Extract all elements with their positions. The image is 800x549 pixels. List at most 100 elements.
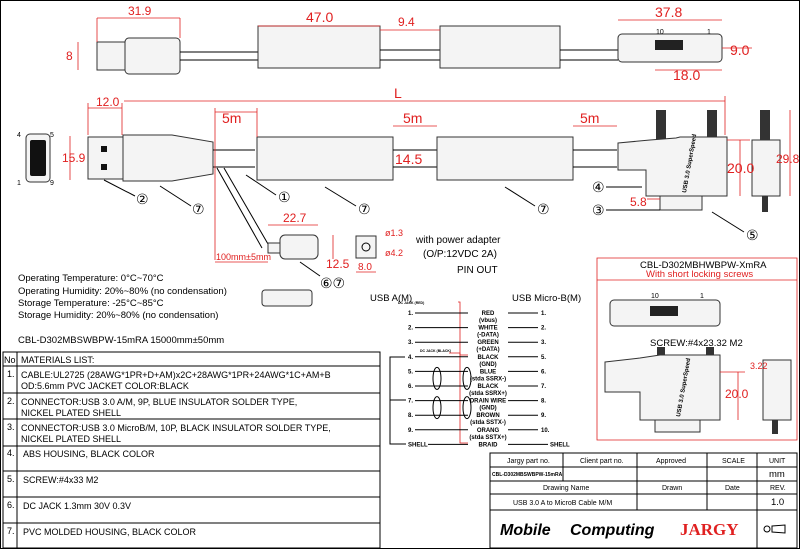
variant-title: CBL-D302MBHWBPW-XmRA (640, 260, 767, 271)
pin-right: 10. (541, 428, 550, 434)
dim-dc-height: 12.5 (326, 257, 350, 271)
tb-header-name: Drawing Name (543, 485, 589, 492)
svg-text:ABS HOUSING, BLACK COLOR: ABS HOUSING, BLACK COLOR (23, 449, 155, 459)
wire-color: BRAID (479, 442, 499, 448)
pinout-row: 8.BROWN(stda SSTX-)9. (408, 413, 546, 426)
pin-label: 9 (50, 180, 54, 187)
pinout-row: 6.BLACK(stda SSRX+)7. (408, 384, 546, 397)
pin-label: 5 (50, 132, 54, 139)
dim-ra-height: 20.0 (727, 160, 754, 176)
pin-right: 6. (541, 369, 546, 375)
pinout-right-title: USB Micro-B(M) (512, 293, 581, 304)
table-row: 4.ABS HOUSING, BLACK COLOR (7, 448, 155, 459)
pin-right: 8. (541, 399, 546, 405)
dim-branch-length: 100mm±5mm (216, 252, 271, 262)
spec-line: Storage Temperature: -25°C~85°C (18, 298, 164, 309)
pinout-title: PIN OUT (457, 265, 498, 276)
usb-a-receptacle-front-view: 4 5 1 9 (17, 132, 54, 187)
table-row: 1.CABLE:UL2725 (28AWG*1PR+D+AM)x2C+28AWG… (7, 369, 331, 391)
callout-7: ⑦ (192, 202, 205, 218)
tb-header-unit: UNIT (769, 458, 786, 465)
dim-a-length: 12.0 (96, 95, 120, 109)
svg-text:NICKEL PLATED SHELL: NICKEL PLATED SHELL (21, 408, 121, 418)
adapter-output: (O/P:12VDC 2A) (423, 249, 497, 260)
wire-color: BLACK (478, 355, 500, 361)
wire-color: RED (482, 311, 495, 317)
svg-text:7.: 7. (7, 526, 15, 536)
svg-text:5.: 5. (7, 474, 15, 484)
twisted-pair-marker (462, 396, 472, 420)
pin-left: 4. (408, 355, 413, 361)
dim-cable-dia: 9.4 (398, 15, 415, 29)
svg-text:CABLE:UL2725 (28AWG*1PR+D+AM)x: CABLE:UL2725 (28AWG*1PR+D+AM)x2C+28AWG*1… (21, 370, 331, 380)
tb-header-part: Jargy part no. (507, 458, 550, 465)
callout-2: ② (136, 192, 149, 208)
wire-signal: (stda SSRX-) (470, 376, 506, 382)
svg-text:3.: 3. (7, 422, 15, 432)
variant-screw: SCREW:#4x23.32 M2 (650, 338, 743, 349)
svg-text:CONNECTOR:USB 3.0 A/M, 9P, BLU: CONNECTOR:USB 3.0 A/M, 9P, BLUE INSULATO… (21, 397, 297, 407)
wire-signal: (stda SSTX-) (470, 420, 506, 426)
svg-text:SCREW:#4x33 M2: SCREW:#4x33 M2 (23, 475, 98, 485)
pinout-row: 4.BLACK(GND)5. (408, 355, 546, 368)
svg-text:CONNECTOR:USB 3.0 MicroB/M, 10: CONNECTOR:USB 3.0 MicroB/M, 10P, BLACK I… (21, 423, 331, 433)
variant-dim-screw: 3.22 (750, 361, 768, 371)
wire-color: ORANG (477, 428, 500, 434)
cable-box-1 (256, 136, 437, 181)
dim-segment-3: 5m (580, 110, 599, 126)
dim-side-height: 29.8 (776, 152, 800, 166)
table-header-no: No (4, 355, 16, 365)
title-block: Jargy part no. Client part no. Approved … (489, 452, 798, 549)
spec-line: Operating Temperature: 0°C~70°C (18, 273, 164, 284)
top-view-cable-boxes: 47.0 9.4 (180, 9, 618, 69)
svg-text:DC JACK 1.3mm 30V 0.3V: DC JACK 1.3mm 30V 0.3V (23, 501, 131, 511)
table-row: 6.DC JACK 1.3mm 30V 0.3V (7, 500, 131, 511)
spec-line: Operating Humidity: 20%~80% (no condensa… (18, 286, 227, 297)
tb-header-scale: SCALE (722, 458, 745, 465)
wire-color: WHITE (478, 326, 497, 332)
callout-6-7: ⑥⑦ (320, 276, 345, 292)
top-view-microb-end: 10 1 37.8 9.0 18.0 (617, 4, 752, 83)
pin-left: 3. (408, 340, 413, 346)
pin-right: 2. (541, 326, 546, 332)
wire-signal: (vbus) (479, 318, 497, 324)
wire-signal: (+DATA) (476, 347, 499, 353)
tb-part-number: CBL-D302MBSWBPW-15mRA (492, 472, 563, 478)
variant-panel: CBL-D302MBHWBPW-XmRA With short locking … (597, 260, 797, 434)
svg-text:Computing: Computing (570, 522, 655, 539)
dim-dc-length: 22.7 (283, 211, 307, 225)
callouts: ② ⑦ ① ⑦ ⑦ ④ ③ ⑤ ⑥⑦ (103, 174, 759, 292)
adapter-note: with power adapter (415, 235, 501, 246)
tb-header-client: Client part no. (580, 458, 624, 465)
wire-color: BLACK (478, 384, 500, 390)
dim-segment-1: 5m (222, 110, 241, 126)
table-row: 5. SCREW:#4x33 M2 (7, 474, 98, 485)
pin-right: 5. (541, 355, 546, 361)
svg-text:OD:5.6mm PVC JACKET COLOR:BLA: OD:5.6mm PVC JACKET COLOR:BLACK (21, 381, 189, 391)
tb-header-drawn: Drawn (662, 485, 682, 492)
pinout-left-title: USB A(M) (370, 293, 412, 304)
pin-left: 1. (408, 311, 413, 317)
dim-dc-outer-dia: ø4.2 (385, 248, 403, 258)
dc-jack-branch (216, 167, 377, 307)
dim-dc-width: 8.0 (358, 262, 372, 273)
materials-table: No MATERIALS LIST: 1.CABLE:UL2725 (28AWG… (2, 351, 381, 549)
wire-signal: (-DATA) (477, 333, 499, 339)
pin-left: 5. (408, 369, 413, 375)
tb-header-rev: REV. (770, 485, 786, 492)
pin-10-label: 10 (656, 29, 664, 36)
pin-label: 4 (17, 132, 21, 139)
dim-total-length: L (394, 85, 402, 101)
twisted-pair-marker (462, 366, 472, 390)
wire-signal: (stda SSRX+) (469, 391, 507, 397)
dc-jack-black-label: DC JACK (BLACK) (420, 349, 451, 353)
pin-right: 9. (541, 413, 546, 419)
pin-left: 9. (408, 428, 413, 434)
pin-right: SHELL (550, 442, 570, 448)
callout-7: ⑦ (537, 202, 550, 218)
pin-left: 6. (408, 384, 413, 390)
dim-plug-height: 8 (66, 49, 73, 63)
tb-header-approved: Approved (656, 458, 686, 465)
